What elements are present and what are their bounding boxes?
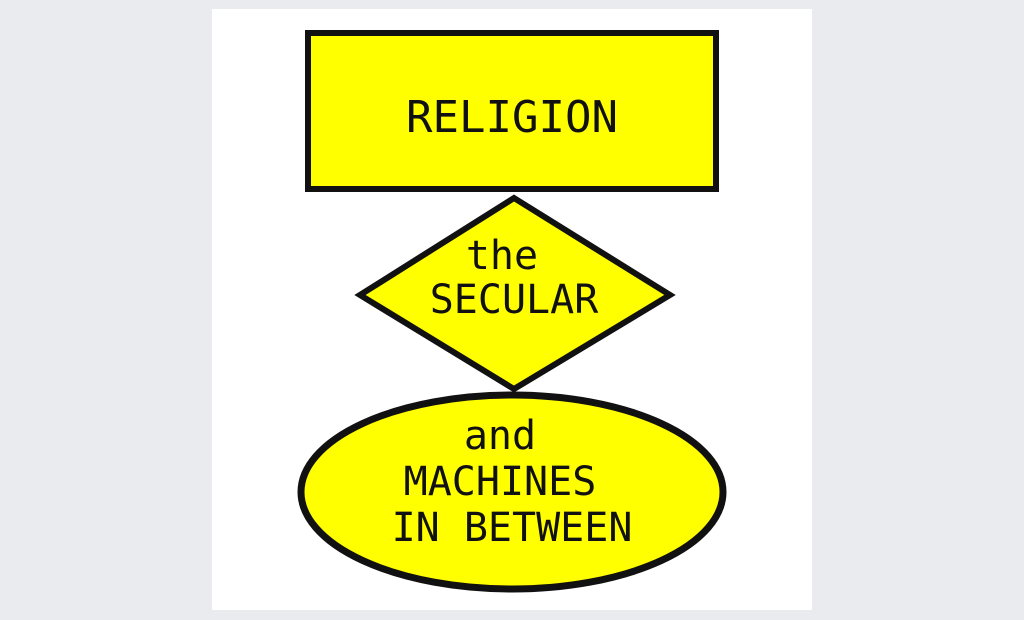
secular-label: the SECULAR xyxy=(430,233,599,323)
machines-label-line-3: IN BETWEEN xyxy=(392,505,633,551)
machines-label: and MACHINES IN BETWEEN xyxy=(392,413,633,551)
secular-label-line-1: the xyxy=(466,233,538,279)
secular-label-line-2: SECULAR xyxy=(430,277,599,323)
machines-label-line-2: MACHINES xyxy=(404,459,597,505)
religion-label-line-1: RELIGION xyxy=(406,92,618,143)
religion-box: RELIGION xyxy=(305,30,719,192)
religion-rectangle xyxy=(305,30,719,192)
machines-ellipse-group: and MACHINES IN BETWEEN xyxy=(297,391,727,593)
machines-label-line-1: and xyxy=(464,413,536,459)
machines-ellipse xyxy=(297,391,727,593)
secular-diamond-group: the SECULAR xyxy=(354,194,676,393)
religion-label: RELIGION xyxy=(406,92,618,143)
secular-diamond xyxy=(354,194,676,393)
